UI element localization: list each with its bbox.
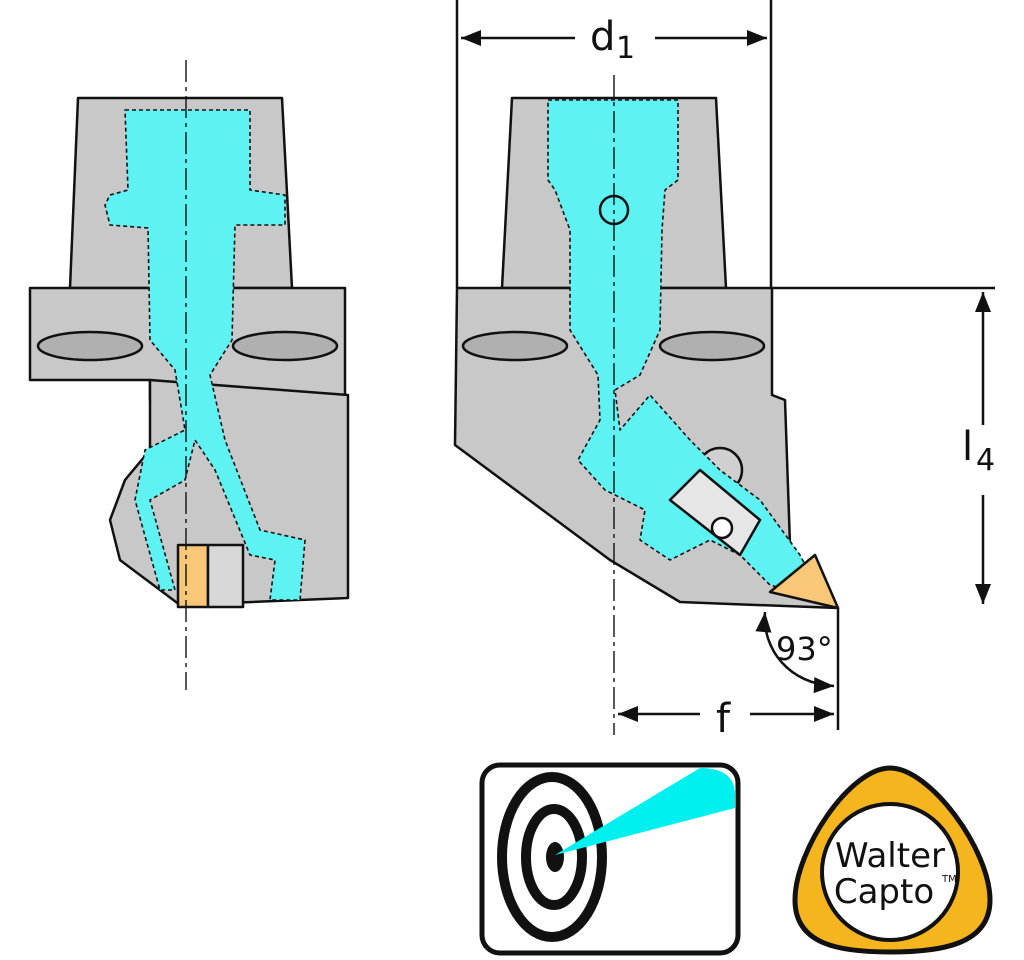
front-view (453, 75, 840, 735)
capto-logo-line2: Capto (834, 872, 934, 912)
dim-l4-label: l (962, 424, 973, 470)
walter-capto-logo: Walter Capto TM (792, 765, 993, 955)
capto-logo-tm: TM (941, 874, 957, 885)
front-view-insert (768, 553, 840, 610)
dimension-lines (455, 0, 995, 730)
dim-f-label: f (716, 696, 731, 742)
internal-coolant-icon (479, 762, 741, 956)
side-view-insert (176, 543, 210, 609)
side-view-coolant-channel (104, 109, 306, 601)
dim-l4-subscript: 4 (976, 443, 995, 478)
capto-logo-line1: Walter (835, 836, 945, 876)
angle-label: 93° (776, 630, 833, 668)
side-view (28, 60, 350, 690)
dim-d1-label: d (590, 14, 615, 60)
dim-d1-subscript: 1 (616, 31, 635, 66)
